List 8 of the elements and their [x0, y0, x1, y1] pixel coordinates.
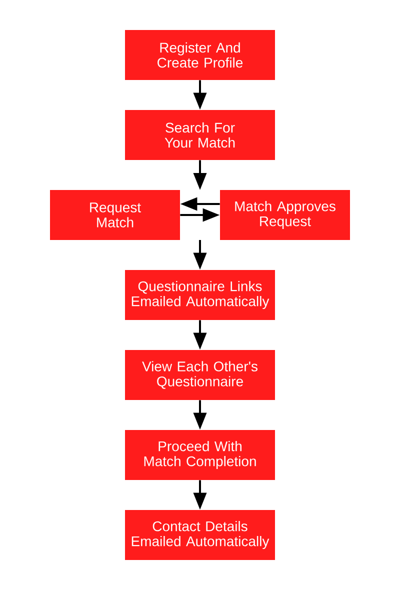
process-box: Request Match: [50, 190, 180, 240]
process-box: Contact Details Emailed Automatically: [125, 510, 275, 560]
process-box: Questionnaire Links Emailed Automatically: [125, 270, 275, 320]
process-box: Proceed With Match Completion: [125, 430, 275, 480]
process-box: View Each Other's Questionnaire: [125, 350, 275, 400]
process-box: Search For Your Match: [125, 110, 275, 160]
process-box: Match Approves Request: [220, 190, 350, 240]
process-box: Register And Create Profile: [125, 30, 275, 80]
